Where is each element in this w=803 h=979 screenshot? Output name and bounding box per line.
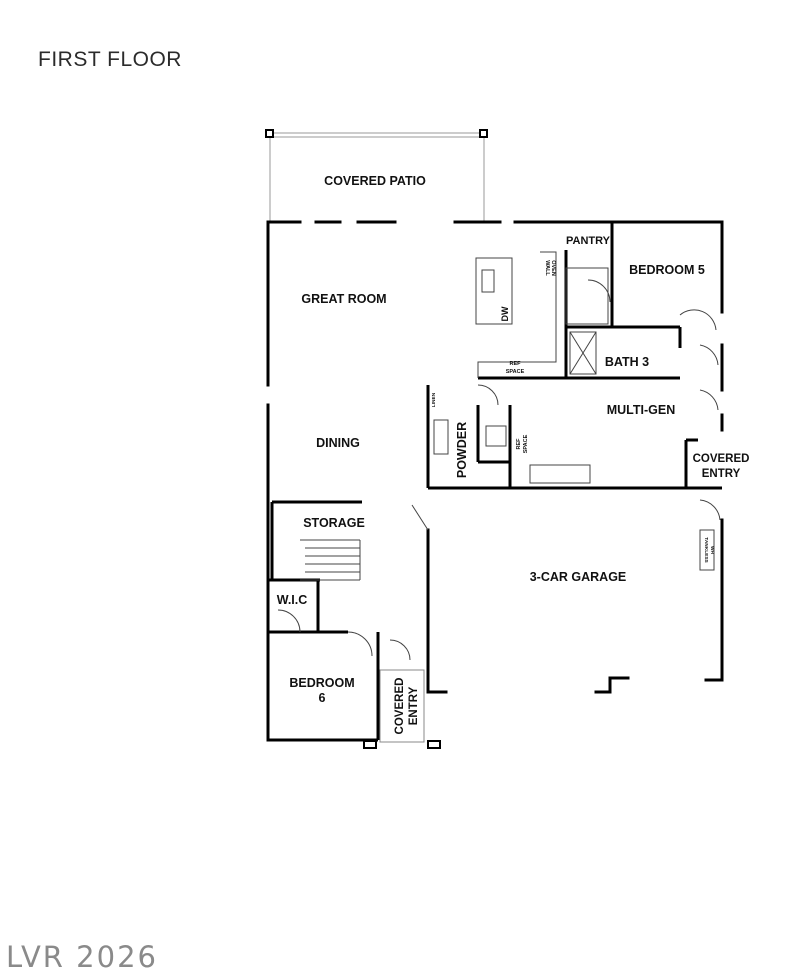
label-ref-space-kitchen-2: SPACE (506, 369, 525, 375)
watermark: LVR 2026 (6, 940, 158, 974)
label-covered-entry-front-1: COVERED (394, 678, 406, 735)
patio-post-right (479, 129, 488, 138)
label-powder: POWDER (455, 422, 469, 478)
label-bath-3: BATH 3 (605, 355, 649, 369)
patio-post-left (265, 129, 274, 138)
label-ref-space-multigen-2: SPACE (523, 434, 529, 453)
label-covered-entry-front-2: ENTRY (408, 686, 420, 725)
label-garage: 3-CAR GARAGE (530, 570, 627, 584)
label-wic: W.I.C (277, 593, 308, 607)
label-covered-entry-right-2: ENTRY (702, 468, 741, 480)
plan-details (277, 251, 721, 743)
label-bedroom-5: BEDROOM 5 (629, 263, 705, 277)
entry-post-left (363, 740, 377, 749)
label-linen: LINEN (431, 392, 437, 407)
interior-walls (268, 222, 722, 742)
covered-patio-outline (269, 132, 485, 222)
label-bedroom-6-line1: BEDROOM (289, 676, 354, 690)
entry-post-right (427, 740, 441, 749)
label-storage: STORAGE (303, 516, 365, 530)
floor-title: FIRST FLOOR (38, 48, 182, 71)
label-pantry: PANTRY (566, 235, 611, 247)
label-dw: DW (500, 306, 510, 321)
label-covered-entry-right-1: COVERED (693, 453, 750, 465)
label-ref-space-multigen-1: REF (516, 438, 522, 450)
label-dining: DINING (316, 436, 360, 450)
exterior-walls (266, 220, 724, 742)
label-ref-space-kitchen-1: REF (510, 361, 522, 367)
label-wall-oven-1: WALL (544, 260, 550, 276)
label-tankless-2: WH (709, 546, 715, 555)
label-multi-gen: MULTI-GEN (607, 403, 676, 417)
label-covered-patio: COVERED PATIO (324, 174, 426, 188)
label-tankless-1: TANKLESS (703, 537, 709, 563)
label-great-room: GREAT ROOM (301, 292, 386, 306)
label-bedroom-6-line2: 6 (319, 691, 326, 705)
label-wall-oven-2: OVEN (550, 260, 556, 276)
